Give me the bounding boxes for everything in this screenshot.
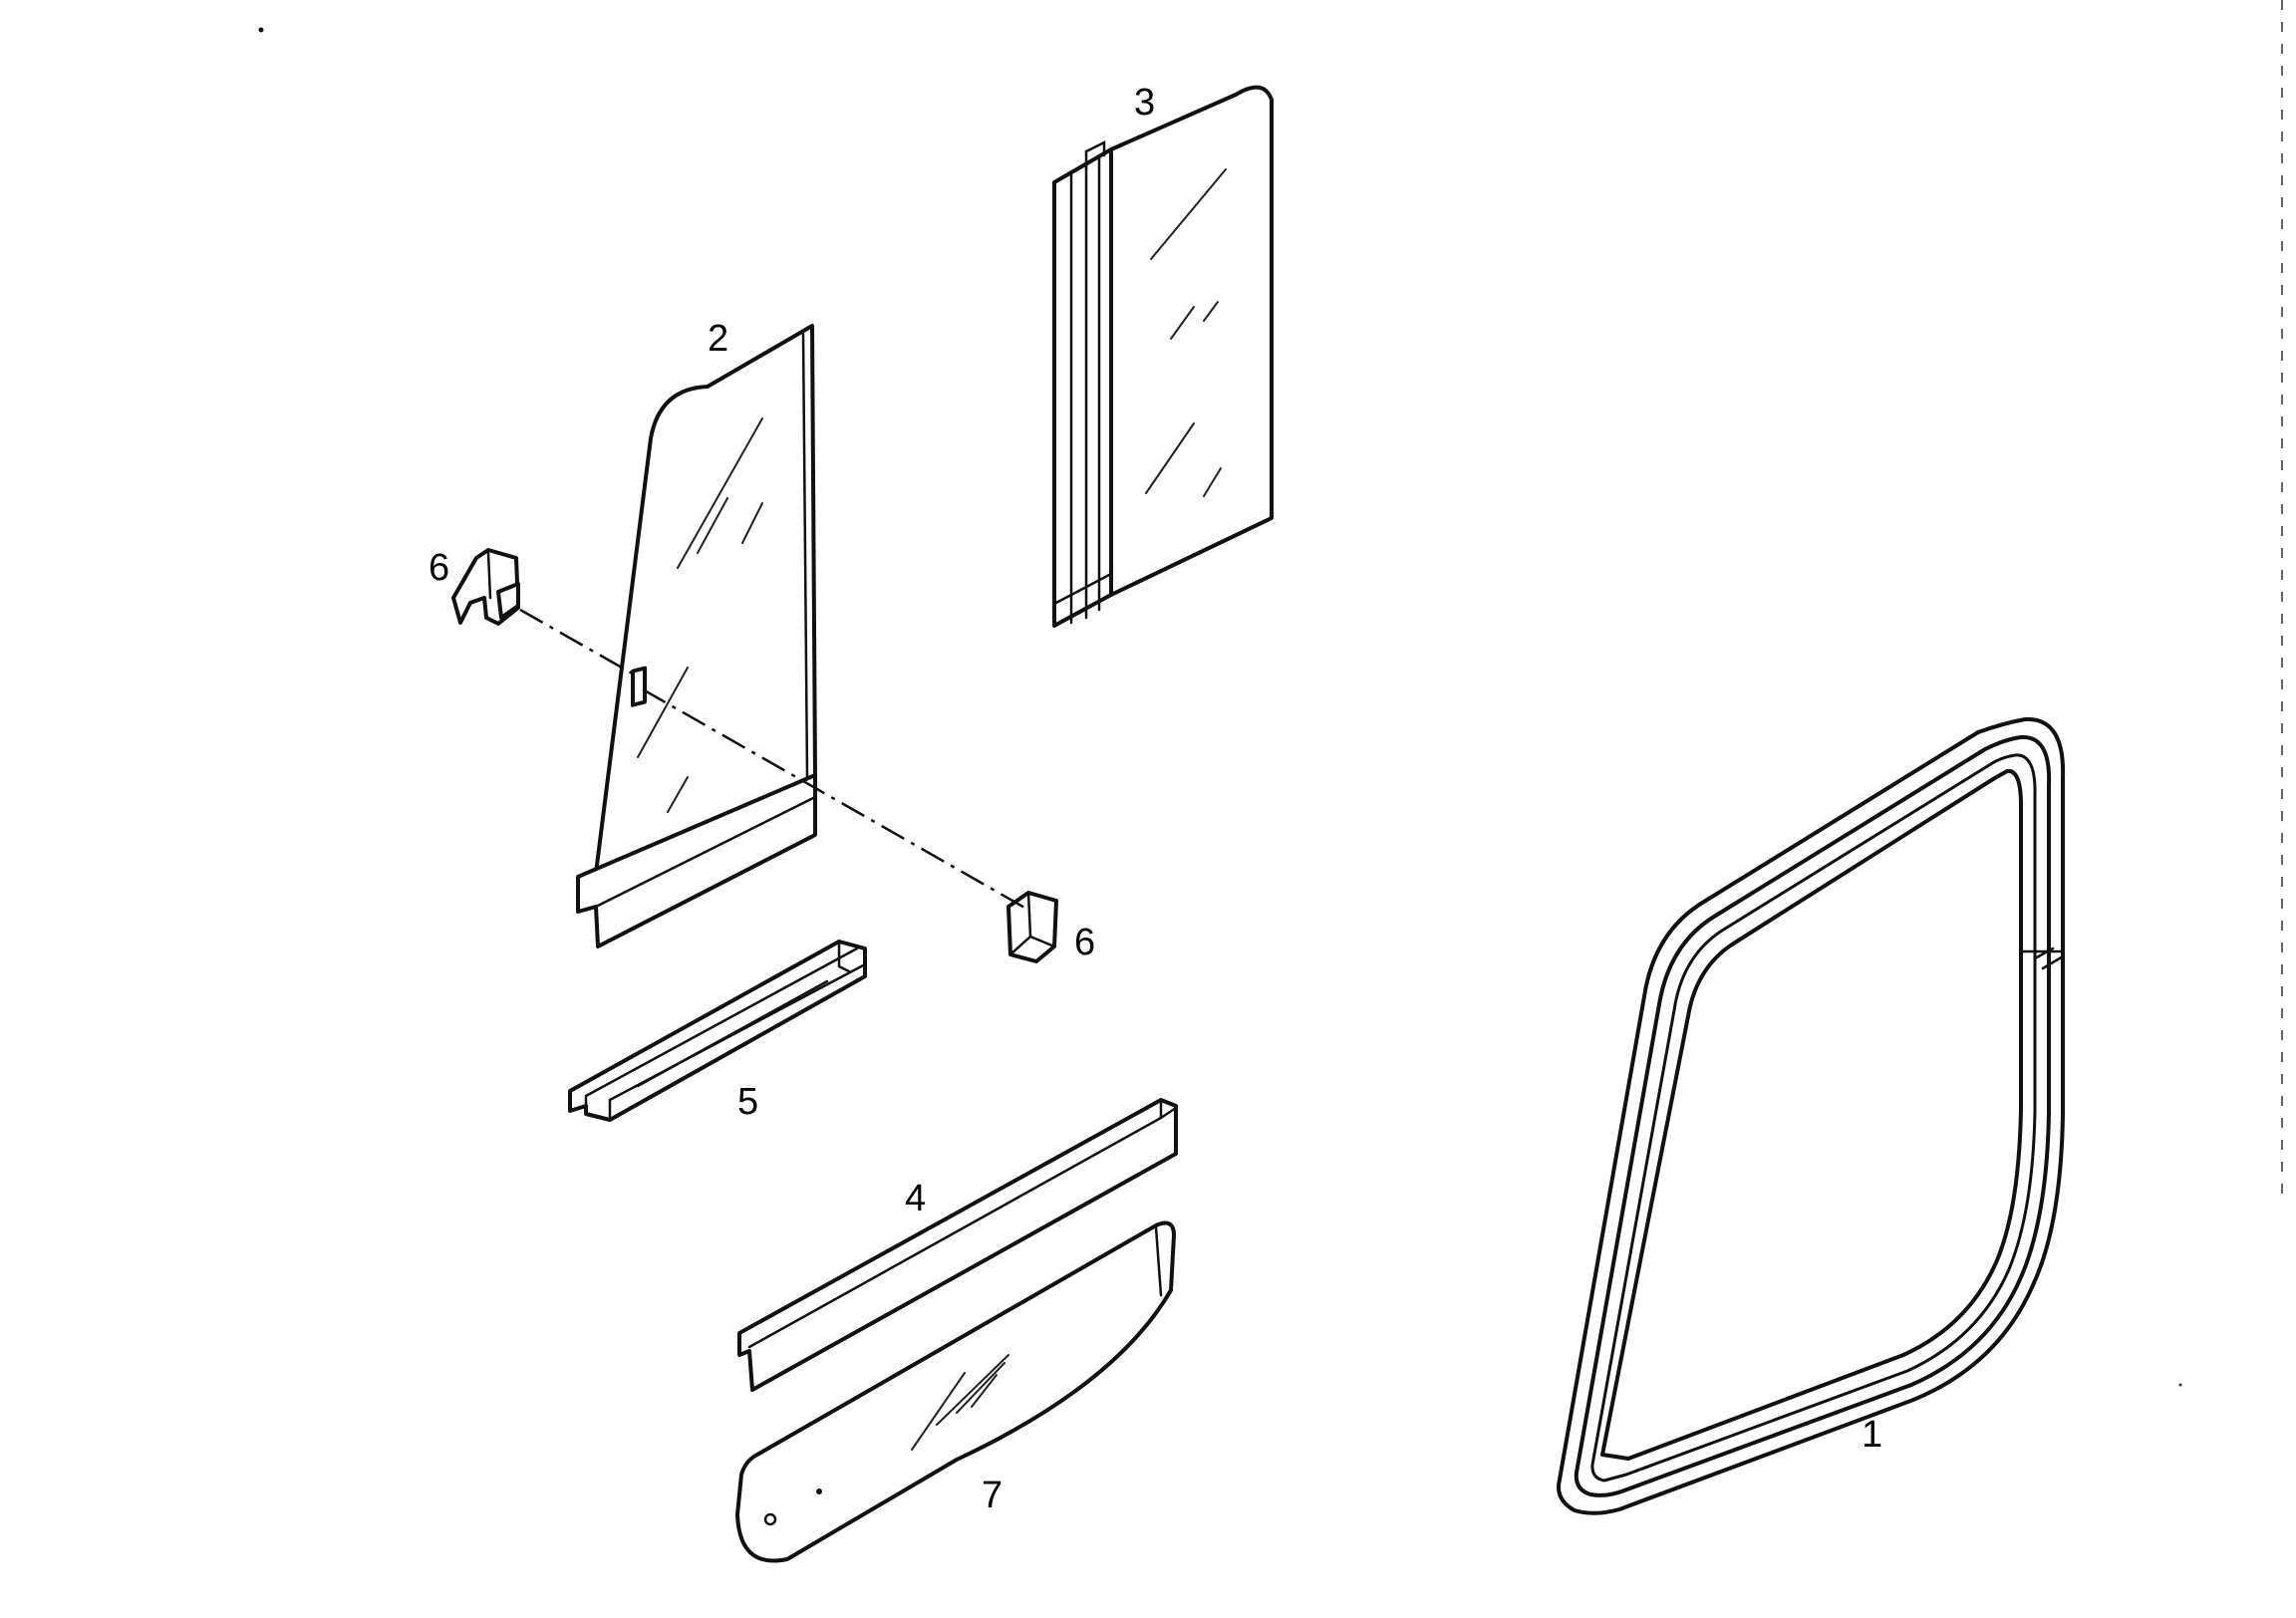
scan-marks [258, 0, 2283, 1387]
part-4-lower-strip [737, 1098, 1178, 1392]
part-1-window-frame-seal [1557, 716, 2066, 1515]
callout-5: 5 [737, 1081, 758, 1123]
callout-7: 7 [982, 1475, 1003, 1516]
part-7-lower-glass [735, 1220, 1176, 1563]
part-6-clip-upper [451, 548, 520, 626]
part-3-sliding-glass-with-channel [1052, 85, 1274, 628]
part-2-fixed-quarter-glass [576, 324, 817, 948]
assembly-centerline [519, 608, 1027, 911]
callout-6-upper: 6 [429, 547, 449, 589]
callout-2: 2 [708, 318, 728, 360]
callout-3: 3 [1134, 82, 1155, 124]
part-6-clip-lower [1006, 891, 1058, 963]
callout-6-lower: 6 [1074, 922, 1095, 963]
callout-labels: 1 2 3 4 5 6 6 7 [429, 82, 1882, 1516]
callout-4: 4 [905, 1178, 926, 1219]
part-5-lower-channel [568, 940, 867, 1122]
callout-1: 1 [1862, 1414, 1882, 1456]
